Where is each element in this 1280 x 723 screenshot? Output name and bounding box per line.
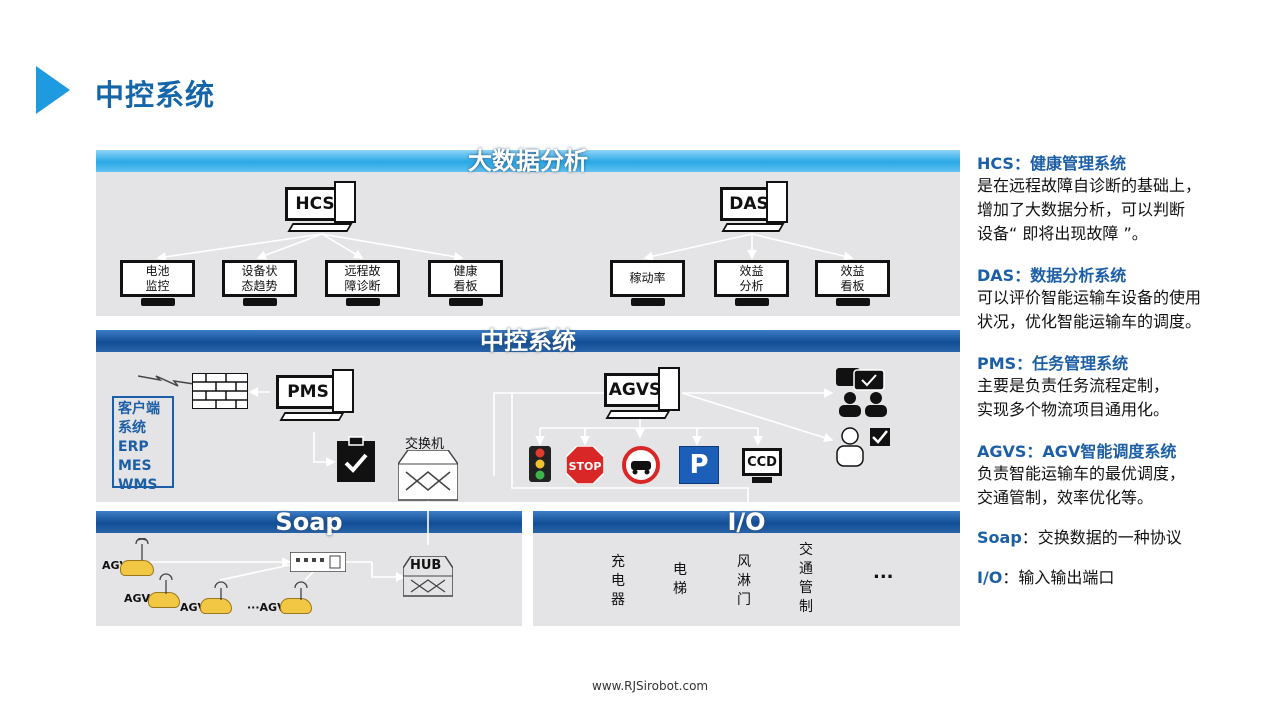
antenna-icons xyxy=(135,538,308,600)
desc-soap: Soap：交换数据的一种协议 xyxy=(977,526,1277,550)
monitor-diagnosis: 远程故 障诊断 xyxy=(325,260,400,297)
central-bar: 中控系统 xyxy=(96,329,960,353)
client-label: 客户端 xyxy=(118,401,160,417)
desc-line: 可以评价智能运输车设备的使用 xyxy=(977,288,1202,307)
soap-bar: Soap xyxy=(96,510,522,534)
hcs-tower xyxy=(334,181,356,223)
desc-line: 增加了大数据分析，可以判断 xyxy=(977,200,1186,219)
das-keyboard xyxy=(721,223,785,232)
desc-io-head: I/O xyxy=(977,568,1003,587)
stop-sign-text: STOP xyxy=(569,460,602,473)
traffic-light-icon xyxy=(529,446,551,482)
desc-pms: PMS：任务管理系统 主要是负责任务流程定制， 实现多个物流项目通用化。 xyxy=(977,350,1277,422)
agv-1-vehicle xyxy=(120,560,154,576)
desc-line: 实现多个物流项目通用化。 xyxy=(977,400,1170,419)
desc-line: 设备“ 即将出现故障 ”。 xyxy=(977,224,1148,243)
io-bar: I/O xyxy=(533,510,960,534)
pms-computer: PMS xyxy=(276,375,340,409)
monitor-stand xyxy=(141,298,175,306)
monitor-utilization: 稼动率 xyxy=(610,260,685,297)
io-port-elevator: 电梯 xyxy=(673,562,687,597)
monitor-stand xyxy=(243,298,277,306)
central-panel xyxy=(96,330,960,502)
desc-hcs: HCS：健康管理系统 是在远程故障自诊断的基础上， 增加了大数据分析，可以判断 … xyxy=(977,150,1277,246)
switch-label: 交换机 xyxy=(405,437,445,452)
switch-icon xyxy=(398,450,458,501)
client-erp: ERP xyxy=(118,439,149,455)
desc-line: 交通管制，效率优化等。 xyxy=(977,488,1154,507)
client-system-box: 客户端 系统 ERP MES WMS xyxy=(112,396,174,493)
desc-line: 状况，优化智能运输车的调度。 xyxy=(977,312,1202,331)
desc-agvs-head: AGVS：AGV智能调度系统 xyxy=(977,442,1177,461)
parking-sign-icon: P xyxy=(679,446,719,484)
agvs-keyboard xyxy=(605,410,671,419)
desc-line: 负责智能运输车的最优调度， xyxy=(977,464,1186,483)
desc-pms-head: PMS：任务管理系统 xyxy=(977,354,1129,373)
footer-url: www.RJSirobot.com xyxy=(592,679,709,693)
monitor-stand xyxy=(346,298,380,306)
pms-tower xyxy=(332,369,354,413)
io-port-charger: 充电器 xyxy=(611,554,625,608)
desc-soap-head: Soap xyxy=(977,528,1022,547)
ccd-stand xyxy=(752,477,772,483)
agvs-computer: AGVS xyxy=(604,373,666,407)
monitor-efficiency-analysis: 效益 分析 xyxy=(714,260,789,297)
desc-agvs: AGVS：AGV智能调度系统 负责智能运输车的最优调度， 交通管制，效率优化等。 xyxy=(977,438,1277,510)
lightning-icon xyxy=(138,375,194,387)
hub-icon xyxy=(403,556,453,597)
clipboard-check-icon xyxy=(337,436,375,482)
io-port-air-shower: 风淋门 xyxy=(737,554,751,608)
stop-sign-icon: STOP xyxy=(566,446,604,484)
client-mes: MES xyxy=(118,458,152,474)
client-label: 系统 xyxy=(118,420,146,436)
desc-hcs-head: HCS：健康管理系统 xyxy=(977,154,1126,173)
agv-3-vehicle xyxy=(200,598,232,614)
agvs-tower xyxy=(658,367,680,411)
ccd-camera-icon: CCD xyxy=(742,448,782,476)
monitor-efficiency-board: 效益 看板 xyxy=(815,260,890,297)
agv-n-vehicle xyxy=(280,598,312,614)
title-arrow-icon xyxy=(36,66,70,114)
hcs-keyboard xyxy=(287,223,353,232)
hub-label: HUB xyxy=(410,558,442,573)
desc-line: 是在远程故障自诊断的基础上， xyxy=(977,176,1202,195)
monitor-stand xyxy=(735,298,769,306)
no-entry-icon xyxy=(622,446,660,484)
user-check-icon xyxy=(836,427,890,467)
meeting-chat-icon xyxy=(836,368,887,417)
monitor-battery: 电池 监控 xyxy=(120,260,195,297)
das-tower xyxy=(766,181,788,223)
page-title: 中控系统 xyxy=(95,78,216,112)
monitor-stand xyxy=(836,298,870,306)
descriptions: HCS：健康管理系统 是在远程故障自诊断的基础上， 增加了大数据分析，可以判断 … xyxy=(977,150,1277,590)
client-wms: WMS xyxy=(118,477,158,493)
desc-das: DAS：数据分析系统 可以评价智能运输车设备的使用 状况，优化智能运输车的调度。 xyxy=(977,262,1277,334)
agv-2-vehicle xyxy=(148,592,180,608)
pms-keyboard xyxy=(279,412,345,421)
desc-io-text: ：输入输出端口 xyxy=(1002,568,1115,587)
firewall-icon xyxy=(192,373,248,409)
monitor-trend: 设备状 态趋势 xyxy=(222,260,297,297)
desc-das-head: DAS：数据分析系统 xyxy=(977,266,1127,285)
bigdata-bar: 大数据分析 xyxy=(96,149,960,173)
monitor-health-board: 健康 看板 xyxy=(428,260,503,297)
io-port-traffic-control: 交通管制 xyxy=(799,542,813,615)
io-port-more: ... xyxy=(873,562,894,583)
monitor-stand xyxy=(631,298,665,306)
monitor-stand xyxy=(449,298,483,306)
desc-io: I/O：输入输出端口 xyxy=(977,566,1277,590)
desc-soap-text: ：交换数据的一种协议 xyxy=(1021,528,1182,547)
desc-line: 主要是负责任务流程定制， xyxy=(977,376,1170,395)
router-icon xyxy=(290,552,346,572)
